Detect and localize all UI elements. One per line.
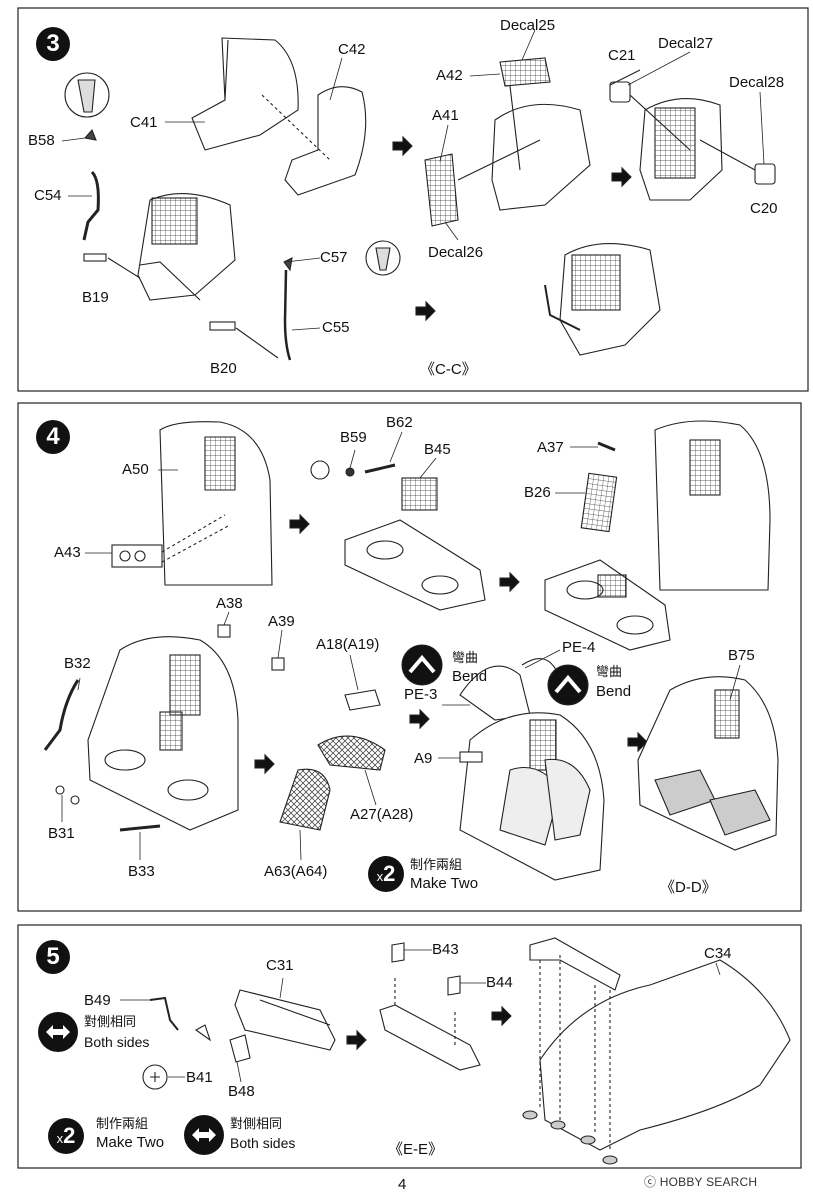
double-arrow-icon	[38, 1012, 78, 1052]
label-b41: B41	[186, 1069, 213, 1086]
c31-part	[234, 989, 336, 1051]
bracket-assembly-mid	[379, 1004, 481, 1071]
both-sides-en-2: Both sides	[230, 1135, 296, 1151]
label-c42: C42	[338, 41, 366, 58]
make-two-cn-5: 制作兩組	[96, 1117, 149, 1132]
label-b48: B48	[228, 1083, 255, 1100]
label-a63-a64: A63(A64)	[264, 863, 328, 880]
bend-text-en-2: Bend	[596, 683, 632, 700]
both-sides-cn-2: 對側相同	[230, 1117, 283, 1132]
label-c34: C34	[704, 945, 732, 962]
view-label-cc: 《C-C》	[420, 361, 477, 378]
label-c21: C21	[608, 47, 636, 64]
label-b43: B43	[432, 941, 459, 958]
label-decal27: Decal27	[658, 35, 714, 52]
step-3-badge: 3	[36, 27, 70, 61]
label-c57: C57	[320, 249, 348, 266]
label-a42: A42	[436, 67, 463, 84]
double-arrow-icon	[184, 1115, 224, 1155]
right-arrow-icon	[491, 1005, 512, 1027]
right-arrow-icon	[409, 708, 430, 730]
step3-panel	[17, 7, 809, 392]
make-two-cn: 制作兩組	[410, 858, 463, 873]
label-b49: B49	[84, 992, 111, 1009]
c42-part	[284, 86, 367, 196]
right-arrow-icon	[611, 166, 632, 188]
label-b32: B32	[64, 655, 91, 672]
label-a18-a19: A18(A19)	[316, 636, 380, 653]
both-sides-cn-1: 對側相同	[84, 1015, 137, 1030]
label-b62: B62	[386, 414, 413, 431]
step-4-badge: 4	[36, 420, 70, 454]
label-c41: C41	[130, 114, 158, 131]
label-pe3: PE-3	[404, 686, 438, 703]
page-number: 4	[398, 1176, 407, 1193]
label-a37: A37	[537, 439, 564, 456]
label-a43: A43	[54, 544, 81, 561]
bend-text-cn-2: 彎曲	[596, 665, 623, 680]
a50-bulkhead	[159, 421, 273, 586]
label-b45: B45	[424, 441, 451, 458]
assembled-tub-mid	[491, 103, 591, 211]
label-b58: B58	[28, 132, 55, 149]
view-label-dd: 《D-D》	[660, 879, 717, 896]
label-b31: B31	[48, 825, 75, 842]
right-arrow-icon	[499, 571, 520, 593]
right-arrow-icon	[346, 1029, 367, 1051]
bulkhead-assembled-right	[654, 420, 771, 591]
c34-floor	[539, 959, 791, 1151]
watermark: ⓒ HOBBY SEARCH	[644, 1175, 758, 1189]
label-decal28: Decal28	[729, 74, 785, 91]
bend-text-en-1: Bend	[452, 668, 488, 685]
label-c20: C20	[750, 200, 778, 217]
label-b75: B75	[728, 647, 755, 664]
right-arrow-icon	[415, 300, 436, 322]
label-b33: B33	[128, 863, 155, 880]
label-a27-a28: A27(A28)	[350, 806, 414, 823]
bend-text-cn-1: 彎曲	[452, 651, 479, 666]
right-arrow-icon	[289, 513, 310, 535]
right-arrow-icon	[254, 753, 275, 775]
label-b26: B26	[524, 484, 551, 501]
label-a50: A50	[122, 461, 149, 478]
label-b19: B19	[82, 289, 109, 306]
label-pe4: PE-4	[562, 639, 596, 656]
label-a38: A38	[216, 595, 243, 612]
both-sides-en-1: Both sides	[84, 1034, 150, 1050]
label-b44: B44	[486, 974, 513, 991]
label-a41: A41	[432, 107, 459, 124]
label-b20: B20	[210, 360, 237, 377]
label-decal26: Decal26	[428, 244, 484, 261]
label-decal25: Decal25	[500, 17, 556, 34]
bend-chevron-icon	[401, 644, 443, 686]
c41-part	[191, 37, 299, 151]
right-arrow-icon	[392, 135, 413, 157]
x2-icon: x2	[368, 856, 404, 892]
bend-chevron-icon	[547, 664, 589, 706]
make-two-en-5: Make Two	[96, 1134, 165, 1151]
right-arrow-icon	[627, 731, 648, 753]
label-a9: A9	[414, 750, 433, 767]
label-c54: C54	[34, 187, 62, 204]
label-b59: B59	[340, 429, 367, 446]
x2-icon: x2	[48, 1118, 84, 1154]
seat-base-right	[544, 559, 671, 651]
make-two-en: Make Two	[410, 875, 479, 892]
label-c55: C55	[322, 319, 350, 336]
label-c31: C31	[266, 957, 294, 974]
label-a39: A39	[268, 613, 295, 630]
step4-panel	[17, 402, 802, 912]
seat-base-mid	[344, 519, 486, 611]
view-label-ee: 《E-E》	[388, 1141, 444, 1158]
step5-panel	[17, 924, 802, 1169]
step-5-badge: 5	[36, 940, 70, 974]
